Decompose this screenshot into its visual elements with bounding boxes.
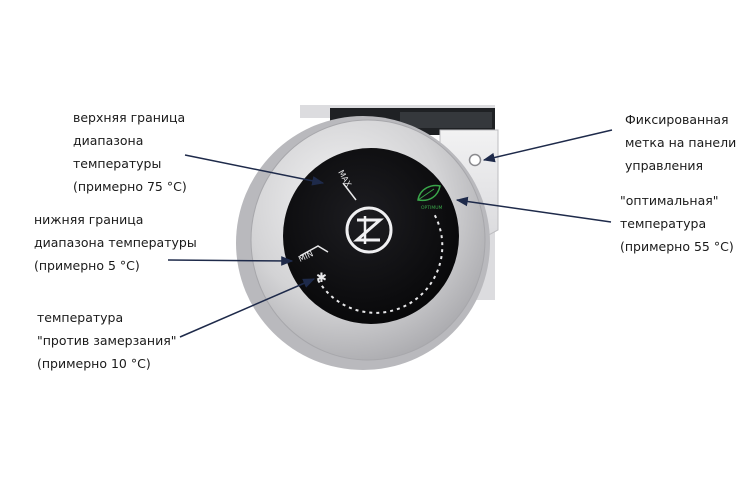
max-step-line (342, 182, 357, 201)
arrow-upper (184, 154, 325, 186)
optimum-label: OPTIMUM (421, 205, 443, 211)
callout-fixed-mark: Фиксированная метка на панели управления (625, 108, 736, 177)
callout-upper-limit: верхняя граница диапазона температуры (п… (73, 106, 187, 198)
callout-line: (примерно 55 °C) (620, 239, 734, 254)
callout-line: управления (625, 158, 704, 173)
callout-line: (примерно 5 °C) (34, 258, 140, 273)
scale-arc (317, 211, 444, 314)
callout-line: диапазона температуры (34, 235, 197, 250)
arrow-antifreeze (179, 278, 316, 338)
callout-arrows (167, 129, 613, 338)
snowflake-icon: ✱ (316, 271, 327, 286)
callout-line: (примерно 10 °C) (37, 356, 151, 371)
leaf-icon (417, 184, 441, 202)
callout-line: диапазона (73, 133, 144, 148)
callout-optimal: "оптимальная" температура (примерно 55 °… (620, 189, 734, 258)
callout-line: "против замерзания" (37, 333, 177, 348)
callout-line: нижняя граница (34, 212, 144, 227)
callout-line: температура (620, 216, 707, 231)
min-step-line (299, 245, 329, 257)
callout-line: метка на панели (625, 135, 737, 150)
callout-line: верхняя граница (73, 110, 186, 125)
fixed-mark (468, 153, 482, 167)
callout-line: температура (37, 310, 124, 325)
callout-line: Фиксированная (625, 112, 729, 127)
arrow-fixed-mark (482, 129, 613, 163)
callout-line: (примерно 75 °C) (73, 179, 187, 194)
callout-line: "оптимальная" (620, 193, 719, 208)
knob-face (283, 148, 459, 324)
callout-antifreeze: температура "против замерзания" (примерн… (37, 306, 176, 375)
callout-lower-limit: нижняя граница диапазона температуры (пр… (34, 208, 197, 277)
knob[interactable]: MAX MIN ✱ OPTIMUM (236, 116, 490, 370)
arrow-optimal (455, 196, 612, 223)
brand-logo (345, 206, 393, 254)
callout-line: температуры (73, 156, 162, 171)
arrow-lower (167, 256, 294, 266)
